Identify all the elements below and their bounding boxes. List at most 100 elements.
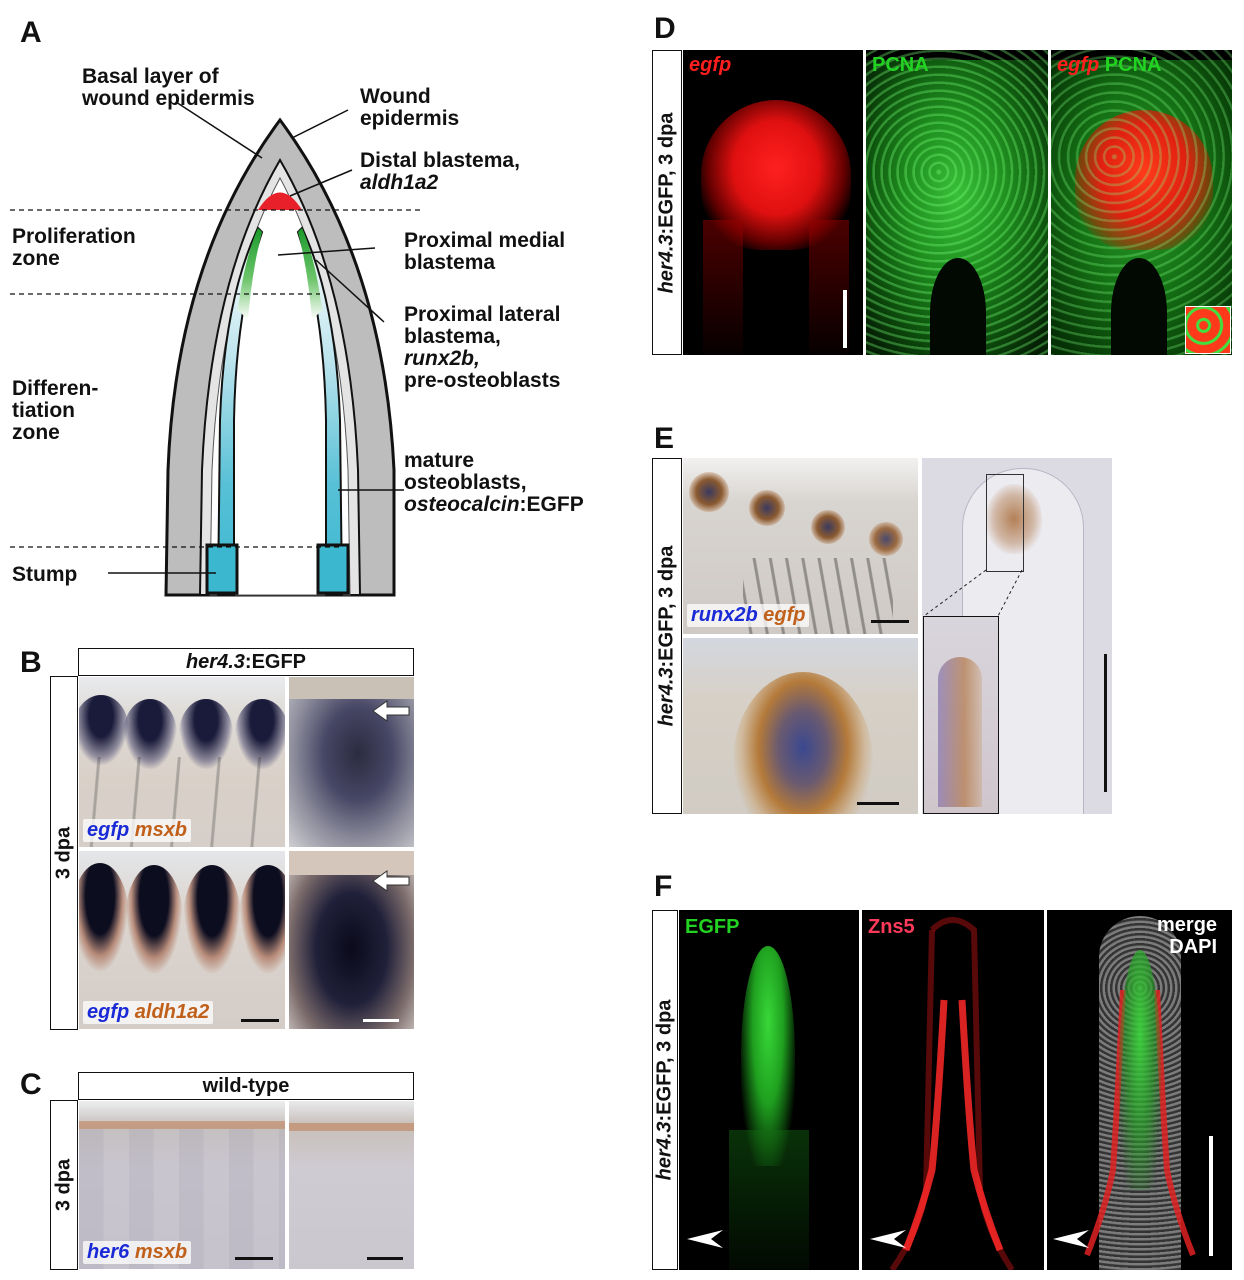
e-closeup-scale-bar xyxy=(857,802,899,805)
e-probe1: runx2b xyxy=(691,604,758,626)
fin-regenerate-diagram xyxy=(10,101,420,597)
b-row2-probe-label: egfp aldh1a2 xyxy=(83,1001,214,1024)
panel-f-side-label: her4.3:EGFP, 3 dpa xyxy=(654,1000,677,1181)
c-probe2: msxb xyxy=(134,1241,188,1263)
label-basal-layer-2: wound epidermis xyxy=(82,87,255,110)
d-ch3a: egfp xyxy=(1057,54,1100,76)
b-row2-probe1: egfp xyxy=(87,1001,130,1023)
c-closeup xyxy=(289,1101,414,1269)
b-row1-probe2: msxb xyxy=(134,819,188,841)
label-osteocalcin: osteocalcin:EGFP xyxy=(404,494,584,516)
b-closeup-scale-bar xyxy=(363,1019,399,1022)
label-mature-1: mature xyxy=(404,449,475,472)
panel-f-letter: F xyxy=(654,870,673,903)
e-probe2: egfp xyxy=(763,604,806,626)
c-overview: her6 msxb xyxy=(79,1101,285,1269)
e-section-zoom-box xyxy=(986,474,1024,572)
panel-c-letter: C xyxy=(20,1068,42,1101)
label-basal-layer-1: Basal layer of xyxy=(82,65,219,88)
b-closeup-msxb xyxy=(289,677,414,847)
c-probe-label: her6 msxb xyxy=(83,1241,192,1264)
left-pre-osteoblast-layer xyxy=(238,228,262,320)
e-section-scale-bar xyxy=(1104,654,1107,792)
label-proximal-medial-1: Proximal medial xyxy=(404,229,566,252)
panel-f-side-gene: her4.3 xyxy=(653,1121,676,1181)
b-closeup-aldh1a2 xyxy=(289,851,414,1029)
label-proximal-gene: runx2b, xyxy=(404,347,480,370)
panel-e-side-suffix: :EGFP, 3 dpa xyxy=(655,545,678,668)
label-proliferation-zone-1: Proliferation xyxy=(12,225,136,248)
panel-b-side-label: 3 dpa xyxy=(52,826,75,880)
label-distal-gene: aldh1a2 xyxy=(360,171,439,194)
panel-d-side-box: her4.3:EGFP, 3 dpa xyxy=(652,50,682,355)
e-closeup xyxy=(683,638,918,814)
d-ch3b: PCNA xyxy=(1104,54,1162,76)
label-proximal-lateral-2: blastema, xyxy=(404,325,501,348)
f-ch1-arrowhead-icon xyxy=(687,1230,723,1248)
label-wound-epidermis-1: Wound xyxy=(360,85,431,108)
label-proximal-medial-2: blastema xyxy=(404,251,496,274)
right-stump-ray xyxy=(316,543,350,595)
osteocalcin-suffix: :EGFP xyxy=(519,493,584,516)
c-closeup-scale-bar xyxy=(367,1257,403,1260)
f-ch3-arrowhead-icon xyxy=(1053,1230,1089,1248)
panel-c-side-label: 3 dpa xyxy=(52,1158,75,1212)
d-scale-bar xyxy=(843,290,847,348)
e-section-inset xyxy=(923,616,999,814)
label-differentiation-zone-1: Differen- xyxy=(12,377,99,400)
d-ch1-label: egfp xyxy=(689,54,731,77)
e-overview: runx2b egfp xyxy=(683,458,918,634)
panel-b-header: her4.3:EGFP xyxy=(78,648,414,676)
panel-d-side-label: her4.3:EGFP, 3 dpa xyxy=(656,112,679,293)
f-ch2-label: Zns5 xyxy=(868,916,915,938)
panel-d-letter: D xyxy=(654,12,676,45)
panel-a-letter: A xyxy=(20,16,42,49)
panel-b-letter: B xyxy=(20,646,42,679)
b-overview-aldh1a2: egfp aldh1a2 xyxy=(79,851,285,1029)
distal-blastema-shape xyxy=(258,192,302,210)
panel-b-header-gene: her4.3 xyxy=(185,651,245,673)
d-pcna-image: PCNA xyxy=(866,50,1048,355)
b-row2-probe2: aldh1a2 xyxy=(134,1001,210,1023)
b-row2-arrow-icon xyxy=(372,870,410,892)
panel-b-side-box: 3 dpa xyxy=(50,676,78,1030)
d-egfp-image: egfp xyxy=(683,50,863,355)
label-differentiation-zone-2: tiation xyxy=(12,399,75,422)
panel-f-side-box: her4.3:EGFP, 3 dpa xyxy=(652,910,678,1270)
b-row1-probe-label: egfp msxb xyxy=(83,819,192,842)
panel-c-side-box: 3 dpa xyxy=(50,1100,78,1270)
f-ch2-arrowhead-icon xyxy=(870,1230,906,1248)
f-egfp-image: EGFP xyxy=(679,910,859,1270)
f-ch1-label: EGFP xyxy=(685,916,740,938)
d-ch2-label: PCNA xyxy=(872,54,929,76)
label-differentiation-zone-3: zone xyxy=(12,421,60,444)
b-row1-arrow-icon xyxy=(372,700,410,722)
d-ch3-label: egfp PCNA xyxy=(1057,54,1161,77)
d-ch1-text: egfp xyxy=(689,54,732,76)
label-stump: Stump xyxy=(12,563,78,586)
label-wound-epidermis-2: epidermis xyxy=(360,107,460,130)
right-pre-osteoblast-layer xyxy=(298,228,322,320)
e-overview-scale-bar xyxy=(871,620,909,623)
b-row1-probe1: egfp xyxy=(87,819,130,841)
c-overview-scale-bar xyxy=(235,1257,273,1260)
d-inset xyxy=(1185,306,1231,354)
osteocalcin-gene: osteocalcin xyxy=(404,493,520,516)
label-mature-2: osteoblasts, xyxy=(404,471,527,494)
f-zns5-image: Zns5 xyxy=(862,910,1044,1270)
panel-d-side-suffix: :EGFP, 3 dpa xyxy=(655,112,678,234)
panel-f-side-suffix: :EGFP, 3 dpa xyxy=(653,999,676,1122)
label-pre-osteoblasts: pre-osteoblasts xyxy=(404,369,561,392)
d-merge-image: egfp PCNA xyxy=(1051,50,1232,355)
e-probe-label: runx2b egfp xyxy=(687,604,810,627)
e-section xyxy=(922,458,1112,814)
panel-d-side-gene: her4.3 xyxy=(655,233,678,293)
f-ch3b: DAPI xyxy=(1169,936,1218,958)
panel-e-side-box: her4.3:EGFP, 3 dpa xyxy=(652,458,682,814)
panel-e-letter: E xyxy=(654,422,675,455)
f-scale-bar xyxy=(1209,1136,1213,1256)
label-distal-blastema: Distal blastema, xyxy=(360,149,520,172)
panel-e-side-gene: her4.3 xyxy=(655,667,678,727)
